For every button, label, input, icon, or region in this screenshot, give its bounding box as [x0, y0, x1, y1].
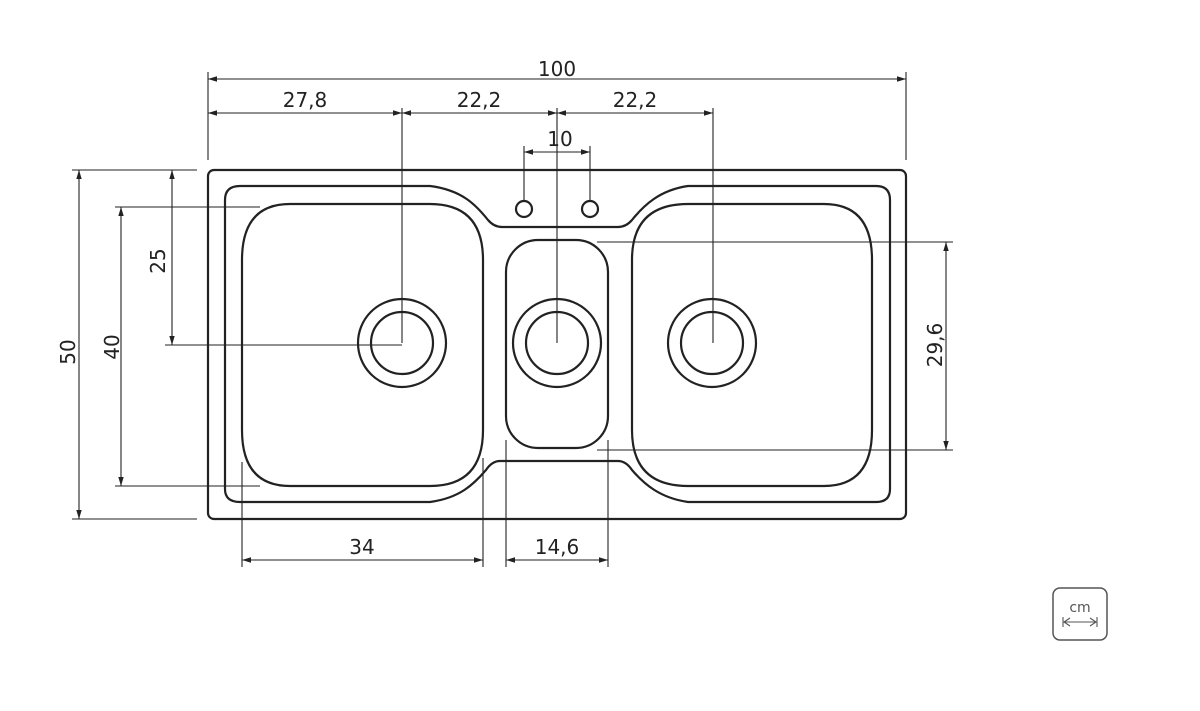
label-faucet-spacing: 10 — [547, 127, 572, 151]
label-middle-bowl-width: 14,6 — [535, 535, 580, 559]
label-center-offset-2: 22,2 — [613, 88, 658, 112]
sink-rim — [223, 184, 892, 504]
extension-lines — [72, 72, 953, 567]
label-left-bowl-depth: 40 — [100, 334, 124, 359]
faucet-hole-right — [580, 199, 600, 219]
label-drain-depth: 25 — [146, 248, 170, 273]
label-left-offset: 27,8 — [283, 88, 328, 112]
unit-cm-icon: cm — [1052, 587, 1108, 641]
right-bowl — [630, 202, 874, 488]
faucet-hole-left — [514, 199, 534, 219]
label-left-bowl-width: 34 — [349, 535, 374, 559]
label-total-width: 100 — [538, 57, 576, 81]
unit-label: cm — [1069, 600, 1090, 616]
label-center-offset-1: 22,2 — [457, 88, 502, 112]
right-drain — [666, 297, 758, 389]
left-bowl — [240, 202, 485, 488]
label-right-bowl-depth: 29,6 — [923, 323, 947, 368]
label-total-depth: 50 — [56, 339, 80, 364]
